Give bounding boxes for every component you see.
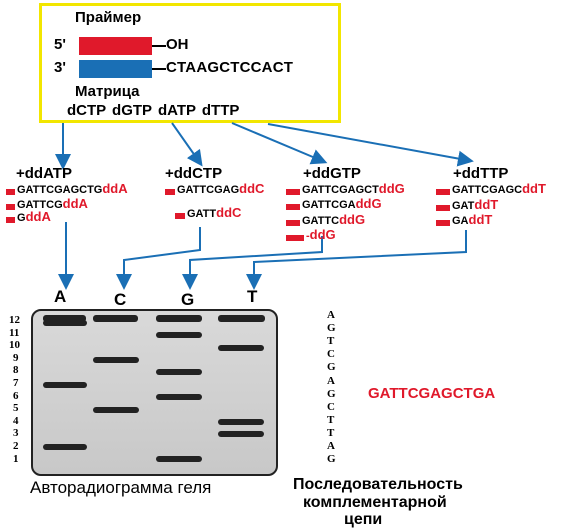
fragment-g4: -ddG bbox=[306, 227, 336, 242]
size-marker: 2 bbox=[13, 440, 19, 452]
size-marker: 9 bbox=[13, 351, 19, 364]
fragment-c2: GATTddC bbox=[187, 205, 242, 220]
arrow-lane-c bbox=[116, 227, 201, 290]
fragment-a2: GATTCGddA bbox=[17, 196, 88, 211]
primer-strand bbox=[79, 37, 152, 55]
lane-label-a: A bbox=[54, 287, 67, 306]
seq-caption-line-3: цепи bbox=[344, 511, 383, 528]
reaction-title-ddctp: +ddCTP bbox=[165, 165, 223, 182]
gel-band-a bbox=[43, 381, 87, 388]
fragment-g3: GATTCddG bbox=[302, 212, 366, 227]
size-marker: 11 bbox=[9, 326, 20, 339]
reaction-title-ddttp: +ddTTP bbox=[453, 165, 509, 182]
template-strand bbox=[79, 60, 152, 78]
gel-band-a bbox=[43, 320, 87, 326]
primer-stub bbox=[436, 205, 450, 211]
fragment-a3: GddA bbox=[17, 209, 51, 224]
oh-label: OH bbox=[166, 36, 189, 53]
primer-stub bbox=[6, 217, 15, 223]
primer-stub bbox=[165, 189, 175, 195]
arrow-to-ddgtp bbox=[231, 122, 328, 165]
fragment-g2: GATTCGAddG bbox=[302, 196, 382, 211]
fragment-g1: GATTCGAGCTddG bbox=[302, 181, 405, 196]
gel bbox=[31, 309, 278, 476]
template-label: Матрица bbox=[75, 83, 140, 100]
primer-stub bbox=[6, 204, 15, 210]
well bbox=[218, 315, 265, 322]
primer-stub bbox=[436, 189, 450, 195]
gel-band-g bbox=[156, 332, 202, 339]
read-letter: T bbox=[327, 426, 335, 439]
primer-stub bbox=[286, 235, 304, 241]
lane-label-t: T bbox=[247, 287, 258, 306]
read-letter: G bbox=[327, 322, 336, 335]
seq-caption-line-1: Последовательность bbox=[293, 476, 463, 493]
size-marker: 12 bbox=[9, 314, 20, 326]
well bbox=[43, 315, 86, 322]
primer-label: Праймер bbox=[75, 9, 142, 26]
reaction-title-ddgtp: +ddGTP bbox=[303, 165, 361, 182]
read-letter: G bbox=[327, 387, 336, 400]
size-marker: 10 bbox=[9, 339, 20, 352]
arrow-lane-t bbox=[246, 230, 467, 290]
fragment-c1: GATTCGAGddC bbox=[177, 181, 265, 196]
size-marker: 6 bbox=[13, 389, 19, 402]
arrow-to-ddttp bbox=[267, 123, 474, 167]
fragment-t1: GATTCGAGCddT bbox=[452, 181, 546, 196]
read-letter: A bbox=[327, 309, 335, 321]
dntp-list: dCTP dGTP dATP dTTP bbox=[67, 102, 240, 119]
three-prime-label: 3' bbox=[54, 59, 66, 76]
fragment-t3: GAddT bbox=[452, 212, 493, 227]
size-marker: 3 bbox=[13, 427, 19, 440]
read-letter: A bbox=[327, 440, 335, 452]
gel-band-c bbox=[93, 357, 139, 364]
read-letter: G bbox=[327, 453, 336, 466]
size-marker: 1 bbox=[13, 452, 19, 465]
primer-stub bbox=[6, 189, 15, 195]
read-letter: T bbox=[327, 335, 335, 348]
arrow-to-ddctp bbox=[171, 122, 203, 167]
gel-band-g bbox=[156, 456, 202, 462]
seq-caption-line-2: комплементарной bbox=[303, 494, 447, 511]
template-bond bbox=[152, 68, 166, 70]
gel-band-t bbox=[218, 418, 264, 425]
gel-band-t bbox=[218, 431, 264, 438]
size-marker: 7 bbox=[13, 377, 19, 389]
primer-bond bbox=[152, 45, 166, 47]
gel-band-a bbox=[43, 443, 87, 450]
read-letter: C bbox=[327, 348, 335, 361]
gel-band-g bbox=[156, 394, 202, 401]
size-marker: 4 bbox=[13, 414, 19, 427]
gel-band-c bbox=[93, 406, 139, 413]
read-letter: T bbox=[327, 413, 335, 426]
primer-stub bbox=[175, 213, 185, 219]
size-marker: 5 bbox=[13, 402, 19, 415]
size-marker: 8 bbox=[13, 364, 19, 377]
primer-stub bbox=[286, 220, 300, 226]
primer-stub bbox=[286, 204, 300, 210]
primer-stub bbox=[436, 220, 450, 226]
gel-band-t bbox=[218, 344, 264, 351]
well bbox=[156, 315, 202, 322]
read-letter: A bbox=[327, 374, 335, 387]
read-letter: C bbox=[327, 400, 335, 413]
fragment-t2: GATddT bbox=[452, 197, 499, 212]
template-sequence: CTAAGCTCCACT bbox=[166, 59, 294, 76]
arrow-lane-g bbox=[182, 236, 323, 290]
gel-caption: Авторадиограмма геля bbox=[30, 478, 212, 497]
primer-stub bbox=[286, 189, 300, 195]
fragment-a1: GATTCGAGCTGddA bbox=[17, 181, 128, 196]
read-letter: G bbox=[327, 361, 336, 374]
gel-band-g bbox=[156, 369, 202, 376]
five-prime-label: 5' bbox=[54, 36, 66, 53]
reaction-mix-box: Праймер 5' OH 3' CTAAGCTCCACT Матрица dC… bbox=[39, 3, 341, 123]
lane-label-c: C bbox=[114, 290, 127, 309]
result-sequence: GATTCGAGCTGA bbox=[368, 385, 496, 402]
well bbox=[93, 315, 138, 322]
reaction-title-ddatp: +ddATP bbox=[16, 165, 72, 182]
lane-label-g: G bbox=[181, 290, 195, 309]
